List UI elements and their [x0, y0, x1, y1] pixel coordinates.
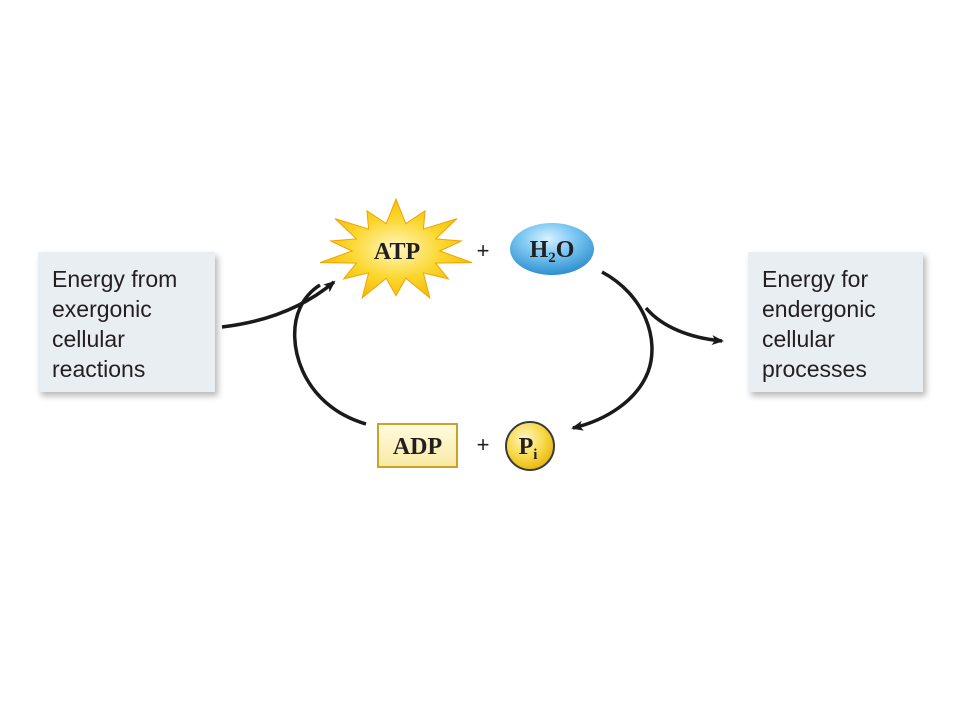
adp-box: ADP — [377, 423, 458, 468]
arrow-to-right-box — [644, 306, 724, 346]
arrow-left-cycle — [292, 283, 367, 426]
left-box-line-3: cellular — [52, 326, 125, 352]
exergonic-energy-box: Energy from exergonic cellular reactions — [38, 252, 215, 392]
left-box-line-4: reactions — [52, 356, 146, 382]
left-box-line-1: Energy from — [52, 266, 178, 292]
phosphate-circle: Pi — [505, 421, 555, 471]
atp-label: ATP — [374, 239, 420, 265]
right-box-line-1: Energy for — [762, 266, 869, 292]
arrow-right-cycle — [571, 270, 654, 431]
adp-label: ADP — [393, 434, 442, 460]
endergonic-energy-box: Energy for endergonic cellular processes — [748, 252, 923, 392]
atp-burst: ATP — [319, 197, 473, 300]
arrow-from-left-box — [221, 280, 336, 329]
right-box-line-2: endergonic — [762, 296, 876, 322]
phosphate-label: Pi — [519, 434, 538, 463]
right-box-line-4: processes — [762, 356, 867, 382]
water-molecule: H2O — [510, 223, 594, 275]
top-plus-sign: + — [477, 238, 490, 263]
right-box-line-3: cellular — [762, 326, 835, 352]
water-label: H2O — [530, 237, 575, 266]
bottom-plus-sign: + — [477, 432, 490, 457]
left-box-line-2: exergonic — [52, 296, 152, 322]
